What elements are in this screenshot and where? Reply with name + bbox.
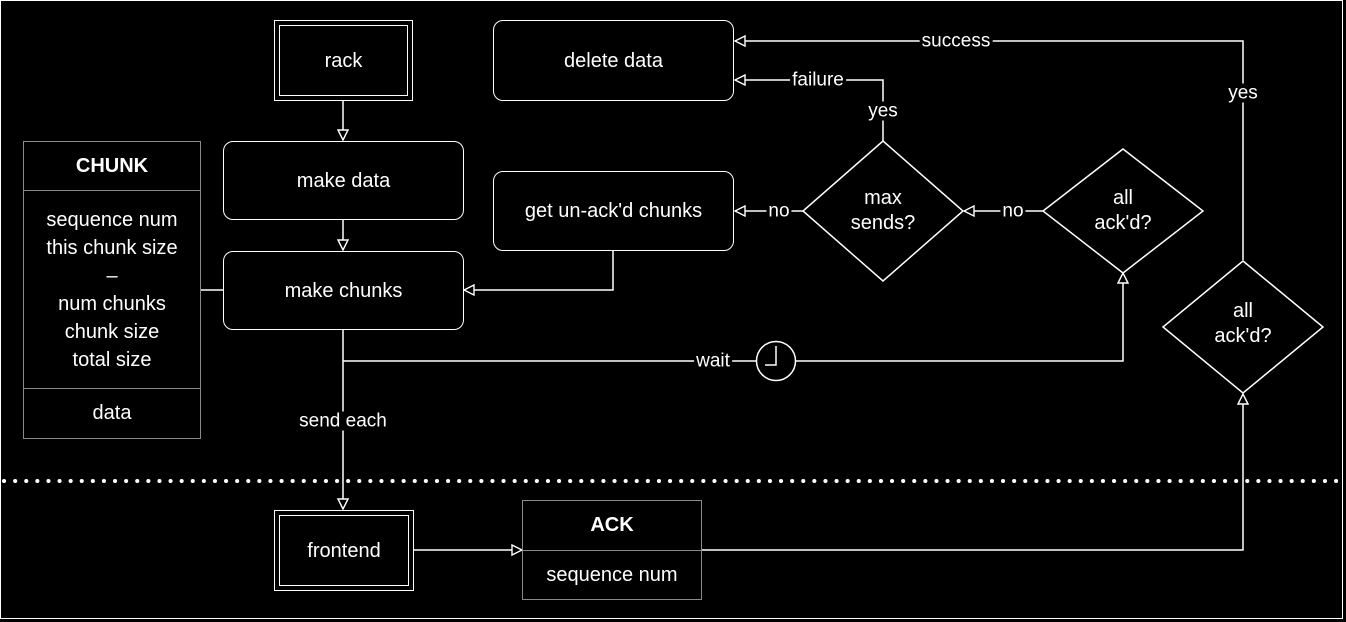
wait-label: wait: [694, 350, 732, 372]
frontend-node: frontend: [274, 510, 414, 591]
chunk-table-fields-a: sequence num this chunk size – num chunk…: [24, 191, 200, 389]
frontend-label: frontend: [307, 539, 381, 562]
get-unacked-label: get un-ack'd chunks: [524, 200, 703, 222]
yes-right-label: yes: [1226, 82, 1260, 104]
no-all-label: no: [1000, 200, 1026, 222]
delete-data-node: delete data: [493, 20, 734, 101]
delete-data-label: delete data: [564, 49, 663, 72]
max-sends-line-1: max: [864, 187, 902, 209]
rack-label: rack: [324, 49, 363, 72]
edge-success: [735, 41, 1244, 260]
success-label: success: [919, 30, 993, 52]
ack-table-title: ACK: [523, 501, 701, 551]
all-acked-right-diamond: [1161, 260, 1325, 394]
get-unacked-node: get un-ack'd chunks: [493, 171, 734, 251]
max-sends-text: max sends?: [851, 186, 916, 236]
chunk-field: –: [106, 264, 118, 287]
all-acked-top-text: all ack'd?: [1094, 186, 1151, 236]
ack-table-fields: sequence num: [523, 551, 701, 598]
edge-ack-to-all-acked: [702, 394, 1243, 551]
chunk-field: chunk size: [64, 320, 160, 343]
chunk-field: data: [92, 402, 132, 424]
ack-table: ACK sequence num: [522, 500, 702, 600]
all-acked-top-diamond: [1041, 148, 1205, 274]
chunk-table: CHUNK sequence num this chunk size – num…: [23, 141, 201, 439]
make-chunks-label: make chunks: [284, 279, 403, 302]
chunk-field: total size: [72, 348, 152, 371]
max-sends-line-2: sends?: [850, 212, 916, 234]
send-each-label: send each: [297, 410, 389, 432]
chunk-field: sequence num: [46, 208, 178, 231]
edge-unacked-to-make-chunks: [464, 251, 614, 290]
all-acked-right-line-1: all: [1232, 300, 1253, 322]
rack-node: rack: [274, 20, 413, 101]
make-data-node: make data: [223, 141, 464, 220]
make-data-label: make data: [296, 169, 391, 192]
edge-wait: [343, 273, 1123, 362]
chunk-table-fields-b: data: [24, 389, 200, 437]
chunk-table-title: CHUNK: [24, 142, 200, 191]
edge-failure: [735, 80, 884, 141]
chunk-field: this chunk size: [46, 236, 178, 259]
all-acked-top-line-2: ack'd?: [1094, 212, 1152, 234]
all-acked-top-line-1: all: [1112, 187, 1133, 209]
clock-icon: [755, 340, 797, 382]
ack-field: sequence num: [546, 563, 678, 586]
failure-label: failure: [790, 69, 846, 91]
make-chunks-node: make chunks: [223, 251, 464, 330]
all-acked-right-line-2: ack'd?: [1214, 325, 1272, 347]
yes-max-label: yes: [866, 100, 900, 122]
chunk-field: num chunks: [58, 292, 166, 315]
max-sends-diamond: [801, 140, 965, 282]
all-acked-right-text: all ack'd?: [1214, 299, 1271, 349]
no-max-label: no: [766, 200, 792, 222]
